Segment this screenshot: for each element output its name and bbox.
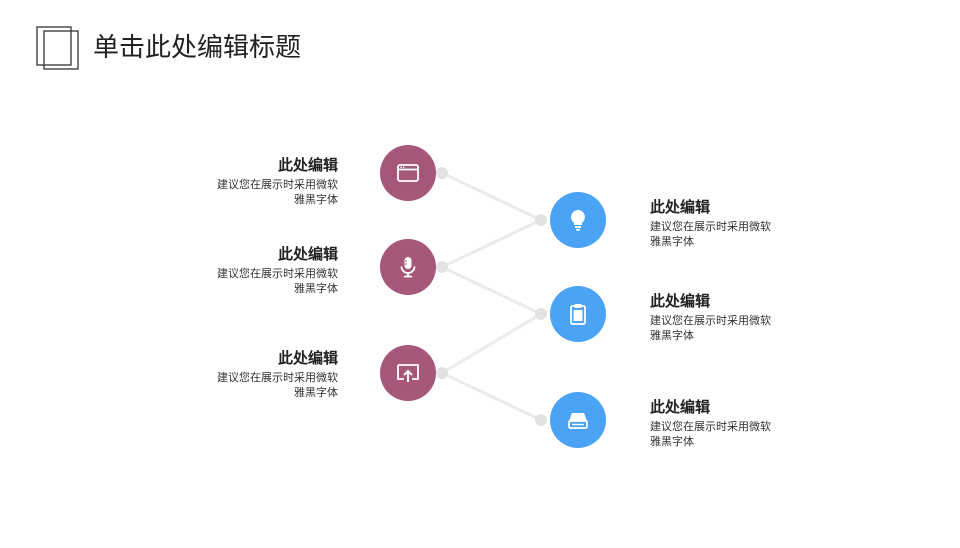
connector-dot xyxy=(436,167,448,179)
right-item-1[interactable]: 此处编辑 建议您在展示时采用微软 雅黑字体 xyxy=(650,197,800,249)
connector-line xyxy=(441,218,542,269)
left-item-1[interactable]: 此处编辑 建议您在展示时采用微软 雅黑字体 xyxy=(188,155,338,207)
item-description: 建议您在展示时采用微软 xyxy=(650,314,771,327)
item-description: 建议您在展示时采用微软 xyxy=(650,420,771,433)
right-node-2 xyxy=(550,286,606,342)
item-description: 雅黑字体 xyxy=(294,386,338,399)
item-heading: 此处编辑 xyxy=(277,156,338,174)
right-item-3[interactable]: 此处编辑 建议您在展示时采用微软 雅黑字体 xyxy=(650,397,800,449)
item-heading: 此处编辑 xyxy=(650,292,711,310)
page-title[interactable]: 单击此处编辑标题 xyxy=(93,33,302,63)
item-heading: 此处编辑 xyxy=(277,349,338,367)
item-description: 雅黑字体 xyxy=(650,235,694,248)
item-description: 雅黑字体 xyxy=(650,435,694,448)
hard-drive-icon xyxy=(568,413,588,429)
clipboard-icon xyxy=(570,304,586,325)
connector-dot xyxy=(436,367,448,379)
connector-line-group xyxy=(441,171,542,422)
item-description: 雅黑字体 xyxy=(650,329,694,342)
connector-line xyxy=(441,265,542,316)
left-node-2 xyxy=(380,239,436,295)
item-heading: 此处编辑 xyxy=(277,245,338,263)
connector-dot-group xyxy=(436,167,547,426)
browser-window-icon xyxy=(397,164,419,182)
lightbulb-icon xyxy=(571,210,585,231)
right-node-3 xyxy=(550,392,606,448)
connector-line xyxy=(441,312,542,375)
connector-line xyxy=(441,371,542,422)
item-description: 建议您在展示时采用微软 xyxy=(217,178,338,191)
right-item-2[interactable]: 此处编辑 建议您在展示时采用微软 雅黑字体 xyxy=(650,291,800,343)
left-item-2[interactable]: 此处编辑 建议您在展示时采用微软 雅黑字体 xyxy=(188,244,338,296)
left-item-3[interactable]: 此处编辑 建议您在展示时采用微软 雅黑字体 xyxy=(188,348,338,400)
right-node-1 xyxy=(550,192,606,248)
item-description: 雅黑字体 xyxy=(294,282,338,295)
item-heading: 此处编辑 xyxy=(650,198,711,216)
connector-dot xyxy=(436,261,448,273)
connector-line xyxy=(441,171,542,222)
title-square-icon xyxy=(36,26,79,70)
microphone-icon xyxy=(400,257,416,278)
item-description: 建议您在展示时采用微软 xyxy=(650,220,771,233)
connector-dot xyxy=(535,214,547,226)
item-description: 雅黑字体 xyxy=(294,193,338,206)
item-description: 建议您在展示时采用微软 xyxy=(217,267,338,280)
left-node-1 xyxy=(380,145,436,201)
upload-screen-icon xyxy=(397,364,419,382)
connector-dot xyxy=(535,308,547,320)
item-description: 建议您在展示时采用微软 xyxy=(217,371,338,384)
item-heading: 此处编辑 xyxy=(650,398,711,416)
left-node-3 xyxy=(380,345,436,401)
connector-dot xyxy=(535,414,547,426)
